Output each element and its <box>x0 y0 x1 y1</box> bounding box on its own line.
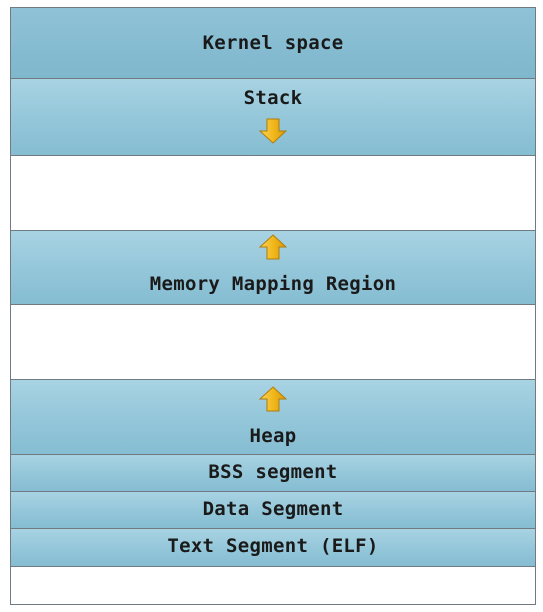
kernel-space-label: Kernel space <box>202 32 344 54</box>
heap-segment: Heap <box>11 380 535 455</box>
free-space-gap-upper <box>11 156 535 231</box>
heap-label: Heap <box>249 425 297 447</box>
stack-segment: Stack <box>11 79 535 156</box>
bss-label: BSS segment <box>208 461 338 483</box>
memory-mapping-label: Memory Mapping Region <box>149 273 397 295</box>
down-arrow-icon <box>259 118 287 144</box>
free-space-gap-lower <box>11 305 535 380</box>
up-arrow-icon <box>259 386 287 412</box>
memory-mapping-segment: Memory Mapping Region <box>11 231 535 305</box>
data-segment-label: Data Segment <box>202 498 344 520</box>
bss-segment: BSS segment <box>11 455 535 492</box>
stack-label: Stack <box>243 87 303 109</box>
reserved-bottom-gap <box>11 567 535 604</box>
up-arrow-icon <box>259 234 287 260</box>
data-segment: Data Segment <box>11 492 535 529</box>
kernel-space-segment: Kernel space <box>11 8 535 79</box>
memory-layout-diagram: Kernel space Stack <box>10 7 536 605</box>
text-segment: Text Segment (ELF) <box>11 529 535 567</box>
text-segment-label: Text Segment (ELF) <box>167 535 379 557</box>
